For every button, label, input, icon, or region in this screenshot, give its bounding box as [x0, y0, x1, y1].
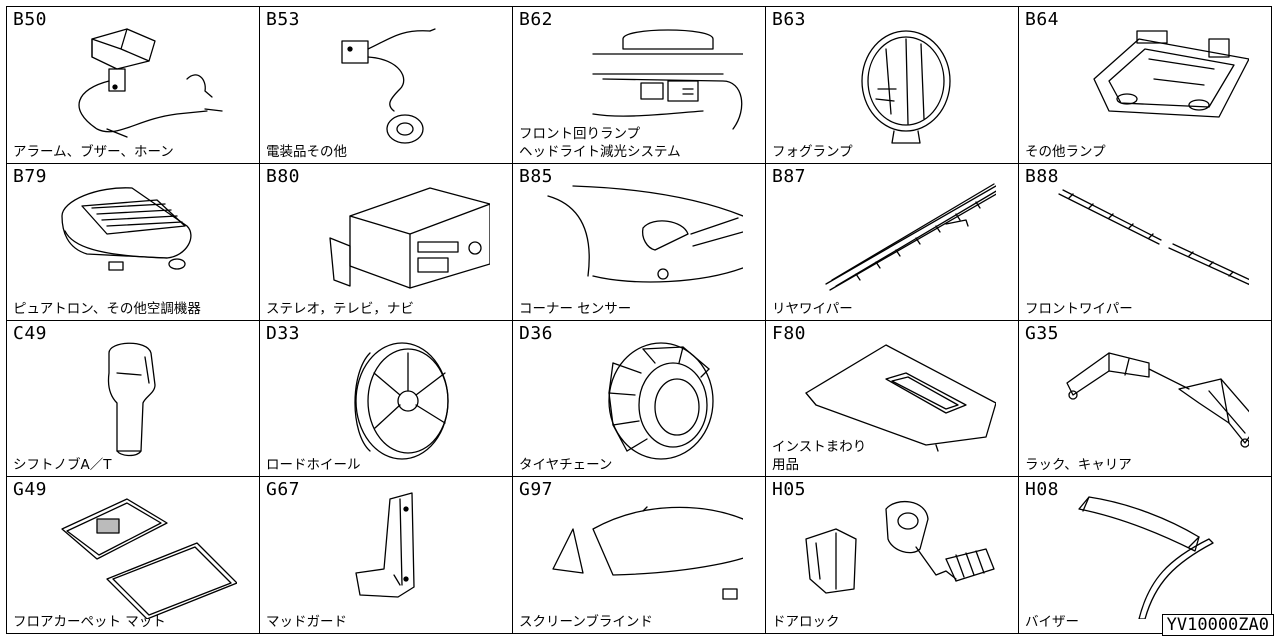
door-lock-icon: [796, 489, 996, 619]
category-code: G49: [13, 479, 48, 501]
category-label: タイヤチェーン: [519, 457, 613, 474]
category-code: D33: [266, 322, 301, 344]
category-cell-b53[interactable]: B53 電装品その他: [260, 7, 513, 164]
category-cell-b64[interactable]: B64 その他ランプ: [1019, 7, 1272, 164]
category-label: フロアカーペット マット: [13, 614, 166, 630]
road-wheel-icon: [290, 333, 490, 463]
category-code: B80: [266, 165, 301, 187]
category-code: F80: [772, 322, 807, 344]
category-code: B50: [13, 9, 48, 30]
rear-wiper-icon: [796, 176, 1001, 306]
category-cell-h08[interactable]: H08 バイザー: [1019, 477, 1272, 634]
category-label: インストまわり 用品: [772, 439, 867, 474]
category-code: D36: [519, 322, 554, 344]
category-code: B79: [13, 165, 48, 187]
category-code: B64: [1025, 9, 1060, 30]
category-label: ドアロック: [772, 614, 840, 630]
diagram-reference-code: YV10000ZA0: [1161, 614, 1274, 636]
category-code: H05: [772, 479, 807, 501]
category-cell-g97[interactable]: G97 スクリーンブラインド: [513, 477, 766, 634]
shift-knob-icon: [37, 333, 237, 463]
category-label: バイザー: [1025, 614, 1079, 630]
electrical-parts-icon: [290, 19, 490, 149]
category-label: その他ランプ: [1025, 143, 1106, 160]
category-code: G67: [266, 479, 301, 501]
category-code: G97: [519, 479, 554, 501]
category-label: スクリーンブラインド: [519, 614, 653, 630]
corner-sensor-icon: [543, 176, 749, 306]
category-cell-h05[interactable]: H05 ドアロック: [766, 477, 1019, 634]
category-cell-b80[interactable]: B80 ステレオ，テレビ，ナビ: [260, 163, 513, 321]
category-label: フォグランプ: [772, 143, 853, 160]
category-cell-f80[interactable]: F80 インストまわり 用品: [766, 320, 1019, 478]
category-cell-d33[interactable]: D33 ロードホイール: [260, 320, 513, 478]
instrument-panel-icon: [796, 333, 997, 463]
visor-icon: [1049, 489, 1249, 620]
category-code: B85: [519, 165, 554, 187]
tire-chain-icon: [543, 333, 743, 463]
air-purifier-icon: [37, 176, 237, 306]
floor-mat-icon: [37, 489, 238, 620]
category-code: B62: [519, 9, 554, 30]
alarm-horn-icon: [37, 19, 237, 149]
screen-blind-icon: [543, 489, 764, 619]
category-code: G35: [1025, 322, 1060, 344]
category-label: リヤワイパー: [772, 300, 853, 317]
category-cell-d36[interactable]: D36 タイヤチェーン: [513, 320, 766, 478]
category-cell-b87[interactable]: B87 リヤワイパー: [766, 163, 1019, 321]
category-code: B88: [1025, 165, 1060, 187]
category-label: アラーム、ブザー、ホーン: [13, 143, 174, 160]
category-cell-g49[interactable]: G49 フロアカーペット マット: [7, 477, 260, 634]
front-lamp-icon: [543, 19, 754, 149]
category-cell-b50[interactable]: B50 アラーム、ブザー、ホーン: [7, 7, 260, 164]
parts-category-grid: B50 アラーム、ブザー、ホーン B53: [6, 6, 1272, 634]
category-cell-b85[interactable]: B85 コーナー センサー: [513, 163, 766, 321]
category-code: H08: [1025, 479, 1060, 501]
category-label: シフトノブA／T: [13, 457, 112, 474]
category-cell-b88[interactable]: B88 フロントワイパー: [1019, 163, 1272, 321]
room-lamp-icon: [1049, 19, 1250, 149]
stereo-icon: [290, 176, 491, 306]
category-label: フロント回りランプ ヘッドライト減光システム: [519, 125, 681, 160]
roof-rack-icon: [1049, 333, 1260, 463]
category-cell-g67[interactable]: G67 マッドガード: [260, 477, 513, 634]
category-label: マッドガード: [266, 614, 347, 630]
mud-guard-icon: [290, 489, 490, 619]
category-cell-g35[interactable]: G35 ラック、キャリア: [1019, 320, 1272, 478]
category-label: 電装品その他: [266, 143, 347, 160]
fog-lamp-icon: [796, 19, 996, 149]
category-label: ロードホイール: [266, 457, 361, 474]
front-wiper-icon: [1049, 176, 1260, 306]
category-label: ステレオ，テレビ，ナビ: [266, 300, 414, 317]
category-cell-b79[interactable]: B79 ピュアトロン、その他空調機器: [7, 163, 260, 321]
category-code: B63: [772, 9, 807, 30]
category-code: C49: [13, 322, 48, 344]
category-label: ピュアトロン、その他空調機器: [13, 300, 201, 317]
category-label: ラック、キャリア: [1025, 457, 1132, 474]
category-label: コーナー センサー: [519, 300, 632, 317]
category-cell-c49[interactable]: C49 シフトノブA／T: [7, 320, 260, 478]
category-label: フロントワイパー: [1025, 300, 1133, 317]
category-code: B87: [772, 165, 807, 187]
category-cell-b63[interactable]: B63 フォグランプ: [766, 7, 1019, 164]
category-cell-b62[interactable]: B62 フロント回りランプ ヘッドライト減光システム: [513, 7, 766, 164]
category-code: B53: [266, 9, 301, 30]
